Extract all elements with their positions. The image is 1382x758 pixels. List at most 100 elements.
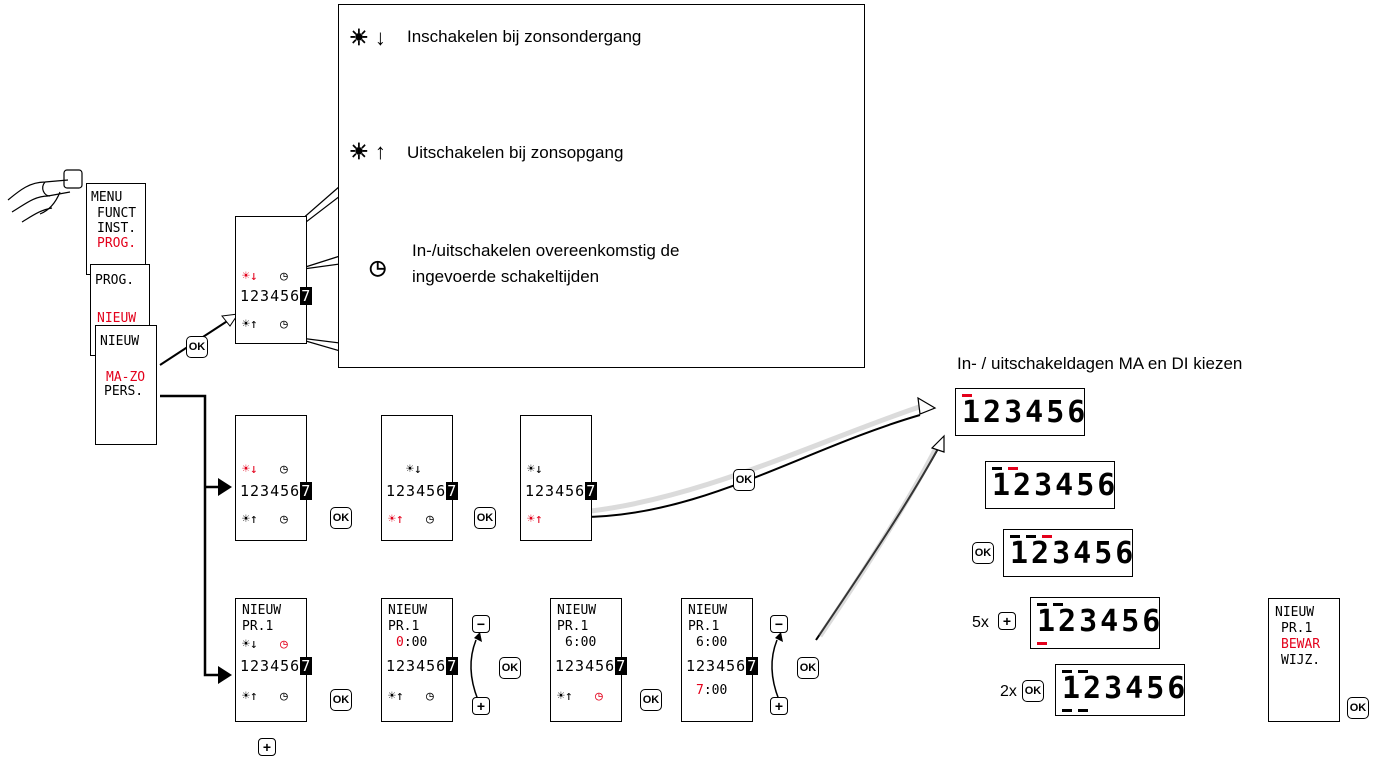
plus-button[interactable]: + <box>258 738 276 756</box>
lcd-display: ☀↓ ◷ 1234567 ☀↑ ◷ <box>235 216 313 344</box>
plus-button[interactable]: + <box>770 697 788 715</box>
day-digits: 123456 <box>992 468 1119 503</box>
callout-line: Inschakelen bij zonsondergang <box>407 27 642 46</box>
lcd-display: NIEUW PR.1 6:00 1234567 7:00 <box>681 598 759 722</box>
nieuw-label: NIEUW <box>1275 605 1315 620</box>
day-indicators: 1234567 <box>240 482 313 500</box>
program-label: PR.1 <box>557 619 589 634</box>
program-label: PR.1 <box>388 619 420 634</box>
program-label: PR.1 <box>242 619 274 634</box>
sun-up-icon: ☀↑ <box>242 512 258 527</box>
clock-icon: ◷ <box>280 462 288 477</box>
sun-up-icon: ☀↑ <box>242 317 258 332</box>
callout-line: ingevoerde schakeltijden <box>412 267 600 286</box>
clock-icon: ◷ <box>280 637 288 652</box>
ok-button[interactable]: OK <box>499 657 521 679</box>
ok-button[interactable]: OK <box>330 507 352 529</box>
day-7-indicator: 7 <box>615 657 628 675</box>
day-strip: 123456 <box>1055 664 1185 716</box>
day-strip: 123456 <box>1030 597 1160 649</box>
day-digits: 123456 <box>1037 604 1164 639</box>
menu-item: WIJZ. <box>1281 653 1321 668</box>
clock-icon: ◷ <box>280 512 288 527</box>
day-7-indicator: 7 <box>446 482 459 500</box>
sun-icon: ☀ ↓ <box>349 25 386 50</box>
minus-button[interactable]: − <box>472 615 490 633</box>
menu-item-selected: BEWAR <box>1281 637 1321 652</box>
lcd-display: NIEUW PR.1 0:00 1234567 ☀↑ ◷ <box>381 598 459 722</box>
time-hour: 0 <box>396 635 404 650</box>
sun-down-icon: ☀↓ <box>406 462 422 477</box>
plus-button[interactable]: + <box>472 697 490 715</box>
day-indicators: 1234567 <box>240 287 313 305</box>
repeat-count: 2x <box>1000 683 1017 700</box>
nieuw-label: NIEUW <box>557 603 597 618</box>
lcd-display: ☀↓ ◷ 1234567 ☀↑ ◷ <box>235 415 313 541</box>
sun-up-icon: ☀↑ <box>388 512 404 527</box>
clock-icon: ◷ <box>595 689 603 704</box>
day-digits: 123456 <box>1010 536 1137 571</box>
lcd-display: ☀↓ 1234567 ☀↑ ◷ <box>381 415 459 541</box>
day-7-indicator: 7 <box>585 482 598 500</box>
lcd-display: NIEUW PR.1 ☀↓ ◷ 1234567 ☀↑ ◷ <box>235 598 313 722</box>
day-strip: 123456 <box>955 388 1085 436</box>
nieuw-label: NIEUW <box>388 603 428 618</box>
sun-down-icon: ☀↓ <box>242 269 258 284</box>
day-strip: 123456 <box>1003 529 1133 577</box>
menu-screen: MENU FUNCT INST. PROG. <box>86 183 146 275</box>
lcd-display: NIEUW PR.1 6:00 1234567 ☀↑ ◷ <box>550 598 628 722</box>
time-minutes: :00 <box>703 683 728 698</box>
time-minutes: :00 <box>403 635 428 650</box>
clock-icon: ◷ <box>369 257 387 279</box>
day-7-indicator: 7 <box>446 657 459 675</box>
sun-icon: ☀ ↑ <box>349 139 386 164</box>
ok-button[interactable]: OK <box>797 657 819 679</box>
section-title: In- / uitschakeldagen MA en DI kiezen <box>957 354 1243 373</box>
ok-button[interactable]: OK <box>733 469 755 491</box>
ok-button[interactable]: OK <box>1022 680 1044 702</box>
ok-button[interactable]: OK <box>186 336 208 358</box>
sun-down-icon: ☀↓ <box>242 637 258 652</box>
menu-item-selected: MA-ZO <box>106 370 146 385</box>
day-indicators: 1234567 <box>555 657 628 675</box>
minus-button[interactable]: − <box>770 615 788 633</box>
plus-button[interactable]: + <box>998 612 1016 630</box>
menu-item: PERS. <box>104 384 144 399</box>
program-label: PR.1 <box>688 619 720 634</box>
clock-icon: ◷ <box>426 689 434 704</box>
program-label: PR.1 <box>1281 621 1313 636</box>
callout-line: Uitschakelen bij zonsopgang <box>407 143 624 162</box>
time-value: 6:00 <box>565 635 597 650</box>
sun-up-icon: ☀↑ <box>557 689 573 704</box>
ok-button[interactable]: OK <box>972 542 994 564</box>
sun-up-icon: ☀↑ <box>242 689 258 704</box>
day-7-indicator: 7 <box>300 482 313 500</box>
menu-item: INST. <box>97 221 137 236</box>
ok-button[interactable]: OK <box>474 507 496 529</box>
callout-line: In-/uitschakelen overeenkomstig de <box>412 241 680 260</box>
menu-item-selected: PROG. <box>97 236 137 251</box>
hand-icon <box>7 169 83 223</box>
clock-icon: ◷ <box>426 512 434 527</box>
day-indicators: 1234567 <box>686 657 759 675</box>
time-hour: 7 <box>696 683 704 698</box>
day-indicators: 1234567 <box>240 657 313 675</box>
clock-icon: ◷ <box>280 317 288 332</box>
sun-up-icon: ☀↑ <box>388 689 404 704</box>
ok-button[interactable]: OK <box>640 689 662 711</box>
ok-button[interactable]: OK <box>1347 697 1369 719</box>
time-value: 6:00 <box>696 635 728 650</box>
clock-icon: ◷ <box>280 689 288 704</box>
callout-legend: ☀ ↓ Inschakelen bij zonsondergang ☀ ↑ Ui… <box>338 4 865 368</box>
sun-down-icon: ☀↓ <box>242 462 258 477</box>
sun-up-icon: ☀↑ <box>527 512 543 527</box>
clock-icon: ◷ <box>280 269 288 284</box>
repeat-count: 5x <box>972 614 989 631</box>
day-7-indicator: 7 <box>746 657 759 675</box>
nieuw-label: NIEUW <box>688 603 728 618</box>
day-7-indicator: 7 <box>300 287 313 305</box>
day-digits: 123456 <box>1062 671 1189 706</box>
day-indicators: 1234567 <box>525 482 598 500</box>
day-7-indicator: 7 <box>300 657 313 675</box>
ok-button[interactable]: OK <box>330 689 352 711</box>
